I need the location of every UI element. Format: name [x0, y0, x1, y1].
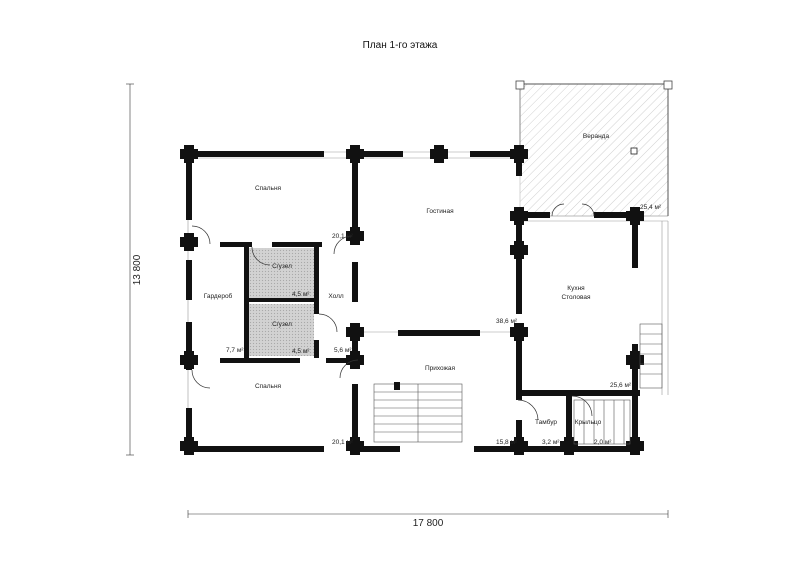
- dimension-height: 13 800: [132, 254, 143, 285]
- dimension-width: 17 800: [413, 518, 444, 529]
- room-bedroom-1-area: 20,1 м²: [332, 233, 354, 240]
- room-wc-2-area: 4,5 м²: [292, 348, 310, 355]
- room-wardrobe-area: 7,7 м²: [226, 347, 244, 354]
- bathroom-2-floor: [248, 304, 314, 356]
- room-wc-1-name: С/узел: [272, 263, 292, 270]
- room-entrance-name: Прихожая: [425, 365, 456, 372]
- room-kitchen-area: 25,6 м²: [610, 382, 632, 389]
- room-living-area: 38,6 м²: [496, 318, 518, 325]
- bathroom-1-floor: [248, 248, 314, 300]
- staircase: [373, 382, 463, 443]
- veranda-floor: [519, 83, 669, 217]
- room-kitchen-name2: Столовая: [561, 294, 591, 301]
- exterior-stair: [573, 323, 663, 445]
- room-kitchen-name: Кухня: [567, 285, 585, 292]
- room-bedroom-2-name: Спальня: [255, 383, 282, 390]
- walls: [184, 150, 644, 454]
- room-veranda-name: Веранда: [583, 133, 610, 140]
- room-bedroom-1-name: Спальня: [255, 185, 282, 192]
- room-wc-1-area: 4,5 м²: [292, 291, 310, 298]
- room-wc-2-name: С/узел: [272, 321, 292, 328]
- room-porch-name: Крыльцо: [575, 419, 602, 426]
- room-entrance-area: 15,8 м²: [496, 439, 518, 446]
- plan-title: План 1-го этажа: [362, 40, 438, 51]
- room-veranda-area: 25,4 м²: [640, 204, 662, 211]
- room-wardrobe-name: Гардероб: [204, 292, 233, 300]
- room-porch-area: 2,0 м²: [594, 439, 612, 446]
- room-hall-area: 5,6 м²: [334, 347, 352, 354]
- room-living-name: Гостиная: [426, 208, 454, 215]
- room-vestibule-name: Тамбур: [535, 418, 557, 426]
- room-hall-name: Холл: [328, 293, 344, 300]
- room-bedroom-2-area: 20,1 м²: [332, 439, 354, 446]
- room-vestibule-area: 3,2 м²: [542, 439, 560, 446]
